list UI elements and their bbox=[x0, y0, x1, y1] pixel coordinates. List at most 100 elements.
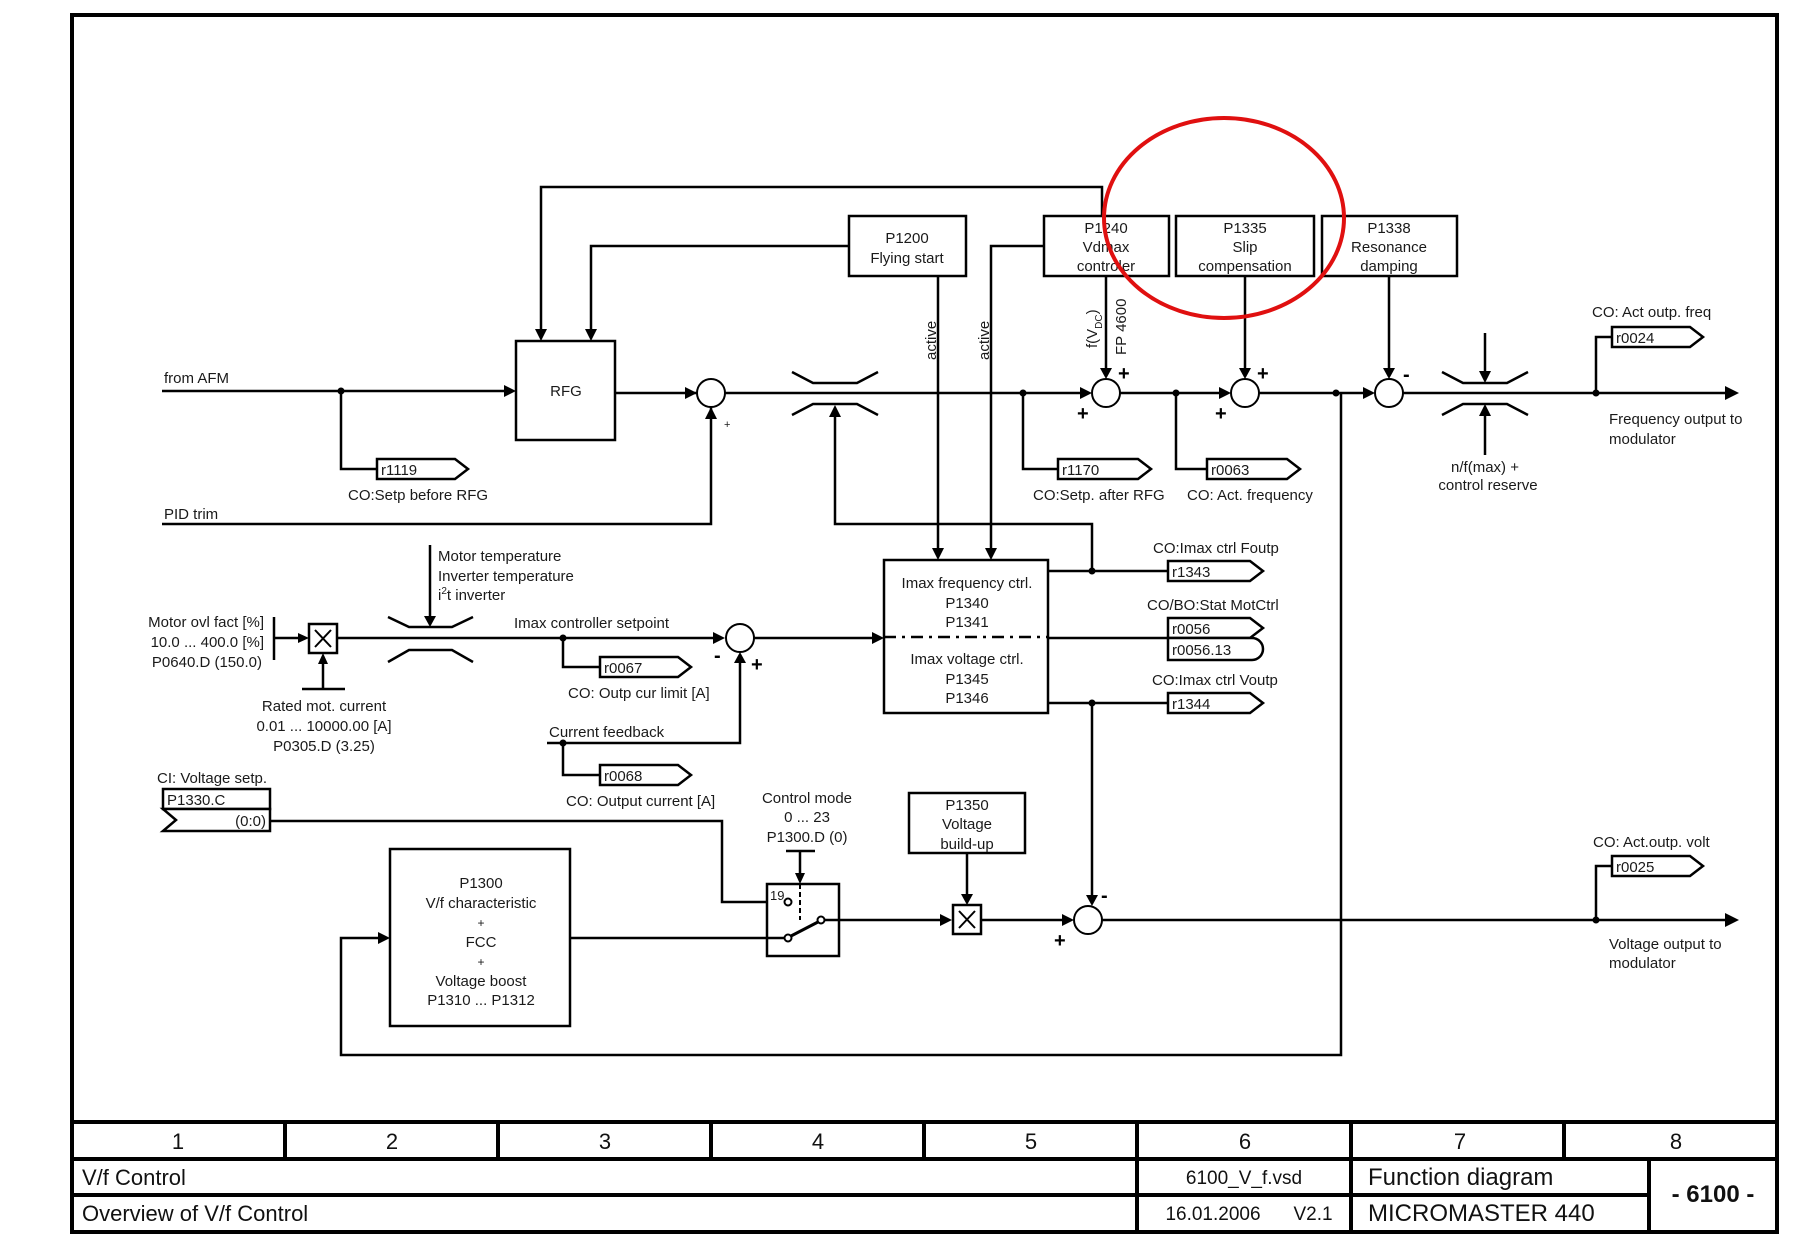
p1330-label: P1330.C bbox=[167, 792, 226, 809]
block-name: V/f characteristic bbox=[426, 895, 537, 912]
connector-r1343[interactable]: r1343 bbox=[1166, 559, 1266, 583]
block-name: Voltage bbox=[942, 816, 992, 833]
connector-r0067[interactable]: r0067 bbox=[598, 655, 694, 679]
block-name-2: damping bbox=[1360, 258, 1418, 275]
freq-output-arrow-icon bbox=[1725, 386, 1739, 400]
p1330-connector-input[interactable]: P1330.C (0:0) bbox=[159, 787, 272, 833]
minus-sign: - bbox=[1101, 885, 1108, 907]
freq-feedback-to-vf bbox=[339, 393, 1343, 1057]
arrow-up-icon bbox=[1479, 404, 1491, 416]
connector-r0025[interactable]: r0025 bbox=[1610, 854, 1706, 878]
freq-limit-label: n/f(max) + bbox=[1451, 459, 1519, 476]
p1240-vdmax-block[interactable]: P1240 Vdmax controler bbox=[1042, 214, 1171, 278]
plus-sign: + bbox=[751, 654, 763, 676]
p1300-vf-characteristic-block[interactable]: P1300 V/f characteristic + FCC + Voltage… bbox=[388, 847, 572, 1028]
highlight-circle-annotation bbox=[1102, 116, 1346, 320]
voltage-setp-line bbox=[270, 819, 784, 904]
limit-input-i2t: i2t inverter bbox=[438, 586, 505, 604]
column-number: 2 bbox=[386, 1129, 398, 1154]
arrow-down-icon bbox=[1479, 371, 1491, 383]
arrow-down-icon bbox=[535, 329, 547, 341]
imax-freq-label: Imax frequency ctrl. bbox=[902, 575, 1033, 592]
connector-label: r1343 bbox=[1172, 564, 1210, 581]
f-vdc-label: f(VDC) bbox=[1084, 309, 1105, 348]
imax-controller-block[interactable]: Imax frequency ctrl. P1340 P1341 Imax vo… bbox=[882, 558, 1050, 715]
plus-sign: + bbox=[1118, 363, 1130, 385]
connector-label: r0056 bbox=[1172, 621, 1210, 638]
drawing-frame bbox=[70, 13, 1779, 1234]
limit-input-motor-temp: Motor temperature bbox=[438, 548, 561, 565]
active-label: active bbox=[923, 321, 940, 360]
block-id: P1300 bbox=[459, 875, 502, 892]
title-block: 1 2 3 4 5 6 7 8 V/f Control Overview of … bbox=[72, 1120, 1777, 1232]
r1170-branch bbox=[1021, 393, 1058, 471]
block-name-2: controler bbox=[1077, 258, 1135, 275]
p1350-voltage-buildup-block[interactable]: P1350 Voltage build-up bbox=[907, 791, 1027, 855]
rated-current-param[interactable]: Rated mot. current 0.01 ... 10000.00 [A]… bbox=[256, 698, 391, 755]
product-name: MICROMASTER 440 bbox=[1368, 1200, 1595, 1227]
arrow-rfg-input bbox=[504, 385, 516, 397]
plus-sign: + bbox=[724, 419, 730, 431]
connector-r0063[interactable]: r0063 bbox=[1205, 457, 1303, 481]
r0024-caption: CO: Act outp. freq bbox=[1592, 304, 1711, 321]
motor-ovl-fact-param[interactable]: Motor ovl fact [%] 10.0 ... 400.0 [%] P0… bbox=[148, 614, 264, 671]
column-number: 6 bbox=[1239, 1129, 1251, 1154]
current-feedback-line bbox=[547, 662, 742, 745]
sum-node-voltage bbox=[1073, 905, 1103, 935]
imax-volt-label: Imax voltage ctrl. bbox=[910, 651, 1023, 668]
connector-r0056[interactable]: r0056 bbox=[1166, 616, 1266, 640]
r0067-branch bbox=[561, 638, 600, 669]
arrow-right-icon bbox=[1062, 914, 1074, 926]
arrow-down-icon bbox=[1383, 368, 1395, 379]
drawing-title: V/f Control bbox=[82, 1165, 186, 1190]
param-range: 10.0 ... 400.0 [%] bbox=[151, 634, 264, 651]
plus-sign: + bbox=[1257, 363, 1269, 385]
r1343-caption: CO:Imax ctrl Foutp bbox=[1153, 540, 1279, 557]
arrow-down-icon bbox=[1100, 368, 1112, 379]
p1335-slip-compensation-block[interactable]: P1335 Slip compensation bbox=[1174, 214, 1316, 278]
arrow-right-icon bbox=[1219, 387, 1231, 399]
connector-r0024[interactable]: r0024 bbox=[1610, 325, 1706, 349]
volt-output-label: Voltage output to bbox=[1609, 936, 1722, 953]
volt-output-label-2: modulator bbox=[1609, 955, 1676, 972]
r0068-caption: CO: Output current [A] bbox=[566, 793, 715, 810]
volt-output-arrow-icon bbox=[1725, 913, 1739, 927]
param-range: P1310 ... P1312 bbox=[427, 992, 535, 1009]
arrow-down-icon bbox=[1239, 368, 1251, 379]
arrow-up-icon bbox=[705, 407, 717, 419]
block-name: Vdmax bbox=[1083, 239, 1130, 256]
voltage-boost-label: Voltage boost bbox=[436, 973, 528, 990]
connector-r1344[interactable]: r1344 bbox=[1166, 691, 1266, 715]
connector-r1119[interactable]: r1119 bbox=[375, 457, 471, 481]
arrow-right-icon bbox=[1080, 387, 1092, 399]
limiter-current bbox=[387, 615, 474, 664]
pid-trim-line bbox=[162, 407, 713, 526]
plus-sign: + bbox=[477, 955, 484, 969]
connector-r1170[interactable]: r1170 bbox=[1056, 457, 1154, 481]
sum-node-current bbox=[725, 623, 755, 653]
param-value: P0305.D (3.25) bbox=[273, 738, 375, 755]
connector-label: r0025 bbox=[1616, 859, 1654, 876]
block-name-2: compensation bbox=[1198, 258, 1291, 275]
block-id: P1350 bbox=[945, 797, 988, 814]
voltage-setp-label: CI: Voltage setp. bbox=[157, 770, 267, 787]
connector-r0068[interactable]: r0068 bbox=[598, 763, 694, 787]
multiplier-voltage bbox=[951, 903, 983, 936]
connector-r0056-13[interactable]: r0056.13 bbox=[1166, 636, 1265, 662]
p1200-flying-start-block[interactable]: P1200 Flying start bbox=[847, 214, 968, 278]
r0025-caption: CO: Act.outp. volt bbox=[1593, 834, 1711, 851]
block-id: P1335 bbox=[1223, 220, 1266, 237]
plus-sign: + bbox=[477, 916, 484, 930]
arrow-down-icon bbox=[961, 894, 973, 905]
rfg-block[interactable]: RFG bbox=[514, 339, 617, 442]
arrow-down-icon bbox=[424, 616, 436, 627]
r0063-branch bbox=[1174, 393, 1207, 471]
param-p1345: P1345 bbox=[945, 671, 988, 688]
arrow-right-icon bbox=[940, 914, 952, 926]
freq-limit-label-2: control reserve bbox=[1438, 477, 1537, 494]
drawing-version: V2.1 bbox=[1293, 1204, 1332, 1225]
r0063-caption: CO: Act. frequency bbox=[1187, 487, 1313, 504]
arrow-down-icon bbox=[795, 873, 805, 884]
connector-label: r1344 bbox=[1172, 696, 1210, 713]
param-label: Motor ovl fact [%] bbox=[148, 614, 264, 631]
